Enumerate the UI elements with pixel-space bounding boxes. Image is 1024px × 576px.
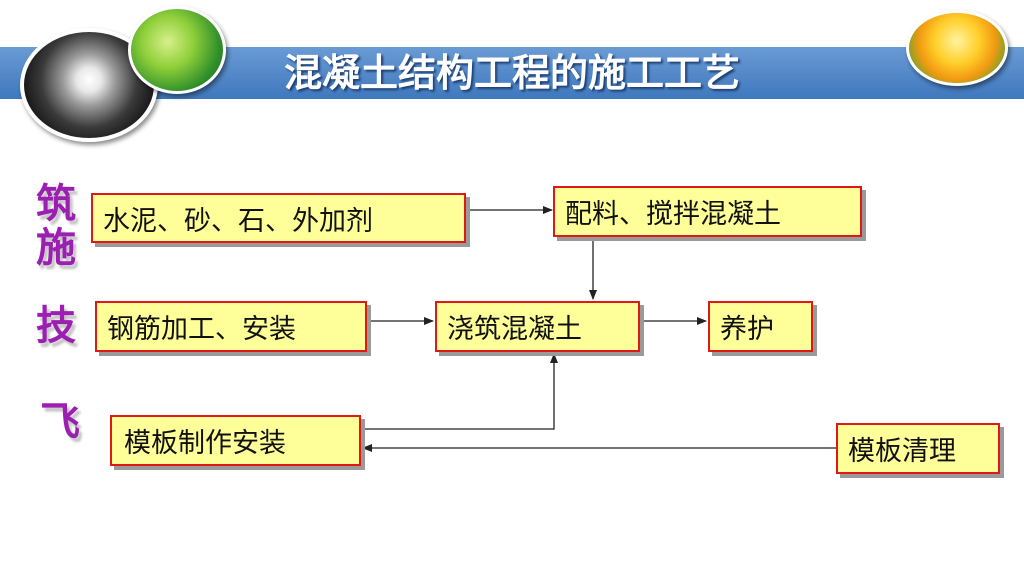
node-clean-label: 模板清理 xyxy=(848,436,956,467)
node-curing: 养护 xyxy=(708,301,813,352)
node-rebar-label: 钢筋加工、安装 xyxy=(107,314,296,345)
side-char-fei: 飞 xyxy=(40,398,80,445)
node-cement-sand-stone: 水泥、砂、石、外加剂 xyxy=(91,193,466,243)
page-title: 混凝土结构工程的施工工艺 xyxy=(283,51,740,95)
node-mix-label: 配料、搅拌混凝土 xyxy=(565,199,781,230)
node-formwork-label: 模板制作安装 xyxy=(124,428,286,459)
node-formwork-install: 模板制作安装 xyxy=(110,415,361,466)
node-pour-label: 浇筑混凝土 xyxy=(447,314,582,345)
edge-formwork-to-pour xyxy=(361,353,558,430)
side-char-ji: 技 xyxy=(36,302,76,349)
node-rebar-processing: 钢筋加工、安装 xyxy=(95,301,367,352)
node-cement-label: 水泥、砂、石、外加剂 xyxy=(103,205,373,237)
node-cure-label: 养护 xyxy=(720,314,774,345)
node-concrete-pouring: 浇筑混凝土 xyxy=(435,301,640,352)
side-char-zhu: 筑 xyxy=(36,180,76,227)
node-batching-mixing: 配料、搅拌混凝土 xyxy=(553,186,862,237)
node-formwork-cleaning: 模板清理 xyxy=(836,423,1000,474)
yellow-tulip-photo xyxy=(906,10,1008,86)
side-char-shi: 施 xyxy=(36,224,76,271)
green-leaf-photo xyxy=(128,6,226,94)
